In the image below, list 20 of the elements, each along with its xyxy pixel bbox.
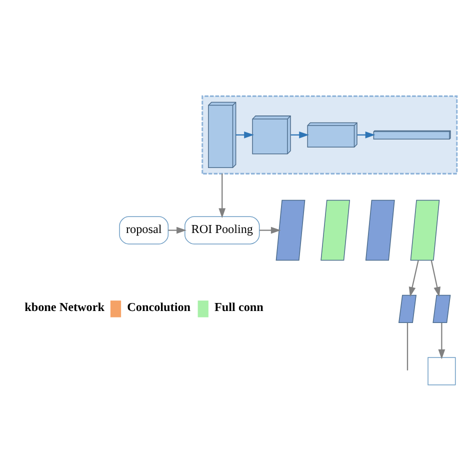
connector (406, 322, 408, 370)
legend-label: kbone Network (24, 300, 104, 314)
arrow (259, 226, 280, 234)
arrow (168, 226, 186, 234)
arrow (408, 260, 418, 296)
legend-label: Concolution (126, 300, 190, 314)
node-box: ROI Pooling (184, 216, 260, 244)
legend-label: Full conn (214, 300, 263, 314)
node-box: roposal (118, 216, 168, 244)
node-parallelogram (275, 199, 305, 260)
node-parallelogram (364, 199, 394, 260)
node-parallelogram (432, 294, 450, 322)
arrow (430, 260, 440, 296)
arrow (438, 322, 445, 359)
node-parallelogram (320, 199, 350, 260)
cluster (201, 94, 458, 174)
node-parallelogram (398, 294, 416, 322)
arrow (218, 173, 226, 218)
node-parallelogram (410, 199, 440, 260)
node-box (427, 356, 456, 385)
